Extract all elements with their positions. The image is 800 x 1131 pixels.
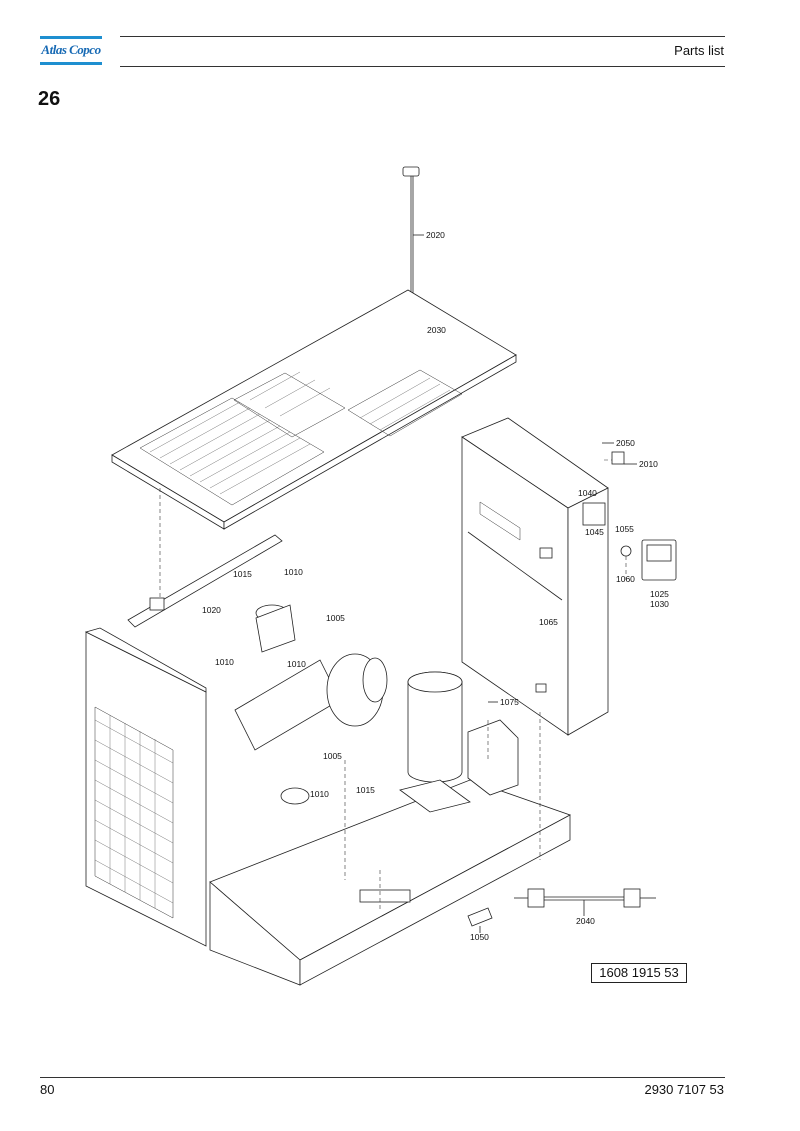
logo-text: Atlas Copco: [41, 42, 101, 57]
callout-1050: 1050: [470, 932, 489, 942]
drawing-number: 1608 1915 53: [591, 963, 687, 983]
callout-1040: 1040: [578, 488, 597, 498]
callout-2050: 2050: [616, 438, 635, 448]
callout-1015-lower: 1015: [356, 785, 375, 795]
callout-1055: 1055: [615, 524, 634, 534]
header-top-rule: [120, 36, 725, 37]
air-duct-box: [467, 719, 519, 796]
callout-1065: 1065: [539, 617, 558, 627]
callout-1010-left: 1010: [215, 657, 234, 667]
control-cabinet-panel: [461, 417, 609, 736]
atlas-copco-logo: Atlas Copco: [40, 36, 102, 66]
document-number: 2930 7107 53: [644, 1082, 724, 1097]
callout-1010-lower: 1010: [310, 789, 329, 799]
callout-1020: 1020: [202, 605, 221, 615]
logo-bottom-bar: [40, 62, 102, 65]
controller-display: [611, 451, 677, 581]
oil-separator-vessel: [399, 671, 471, 813]
support-rail: [127, 534, 283, 628]
compressor-element-and-motor: [234, 604, 388, 805]
callout-1075: 1075: [500, 697, 519, 707]
header-title: Parts list: [674, 43, 724, 58]
callout-1060: 1060: [616, 574, 635, 584]
callout-2030: 2030: [427, 325, 446, 335]
callout-1025: 1025: [650, 589, 669, 599]
roof-panel: [111, 289, 517, 530]
footer-rule: [40, 1077, 725, 1078]
callout-1005-lower: 1005: [323, 751, 342, 761]
callout-2040: 2040: [576, 916, 595, 926]
callout-1030: 1030: [650, 599, 669, 609]
assembly-dashed-lines: [159, 459, 627, 910]
cable-assembly: [514, 888, 656, 916]
page-number: 80: [40, 1082, 55, 1097]
callout-1010-upper: 1010: [284, 567, 303, 577]
callout-1010-middle: 1010: [287, 659, 306, 669]
section-number: 26: [38, 88, 61, 110]
header-bottom-rule: [120, 66, 725, 67]
callout-labels: 2020 2030 2050 2010 1040 1045 1055 1060 …: [202, 230, 669, 942]
label-plate: [467, 907, 493, 933]
callout-2020: 2020: [426, 230, 445, 240]
callout-1015-upper: 1015: [233, 569, 252, 579]
callout-1045: 1045: [585, 527, 604, 537]
left-side-panel: [84, 627, 207, 947]
base-frame: [209, 779, 571, 986]
callout-1005-upper: 1005: [326, 613, 345, 623]
logo-top-bar: [40, 36, 102, 39]
callout-2010: 2010: [639, 459, 658, 469]
